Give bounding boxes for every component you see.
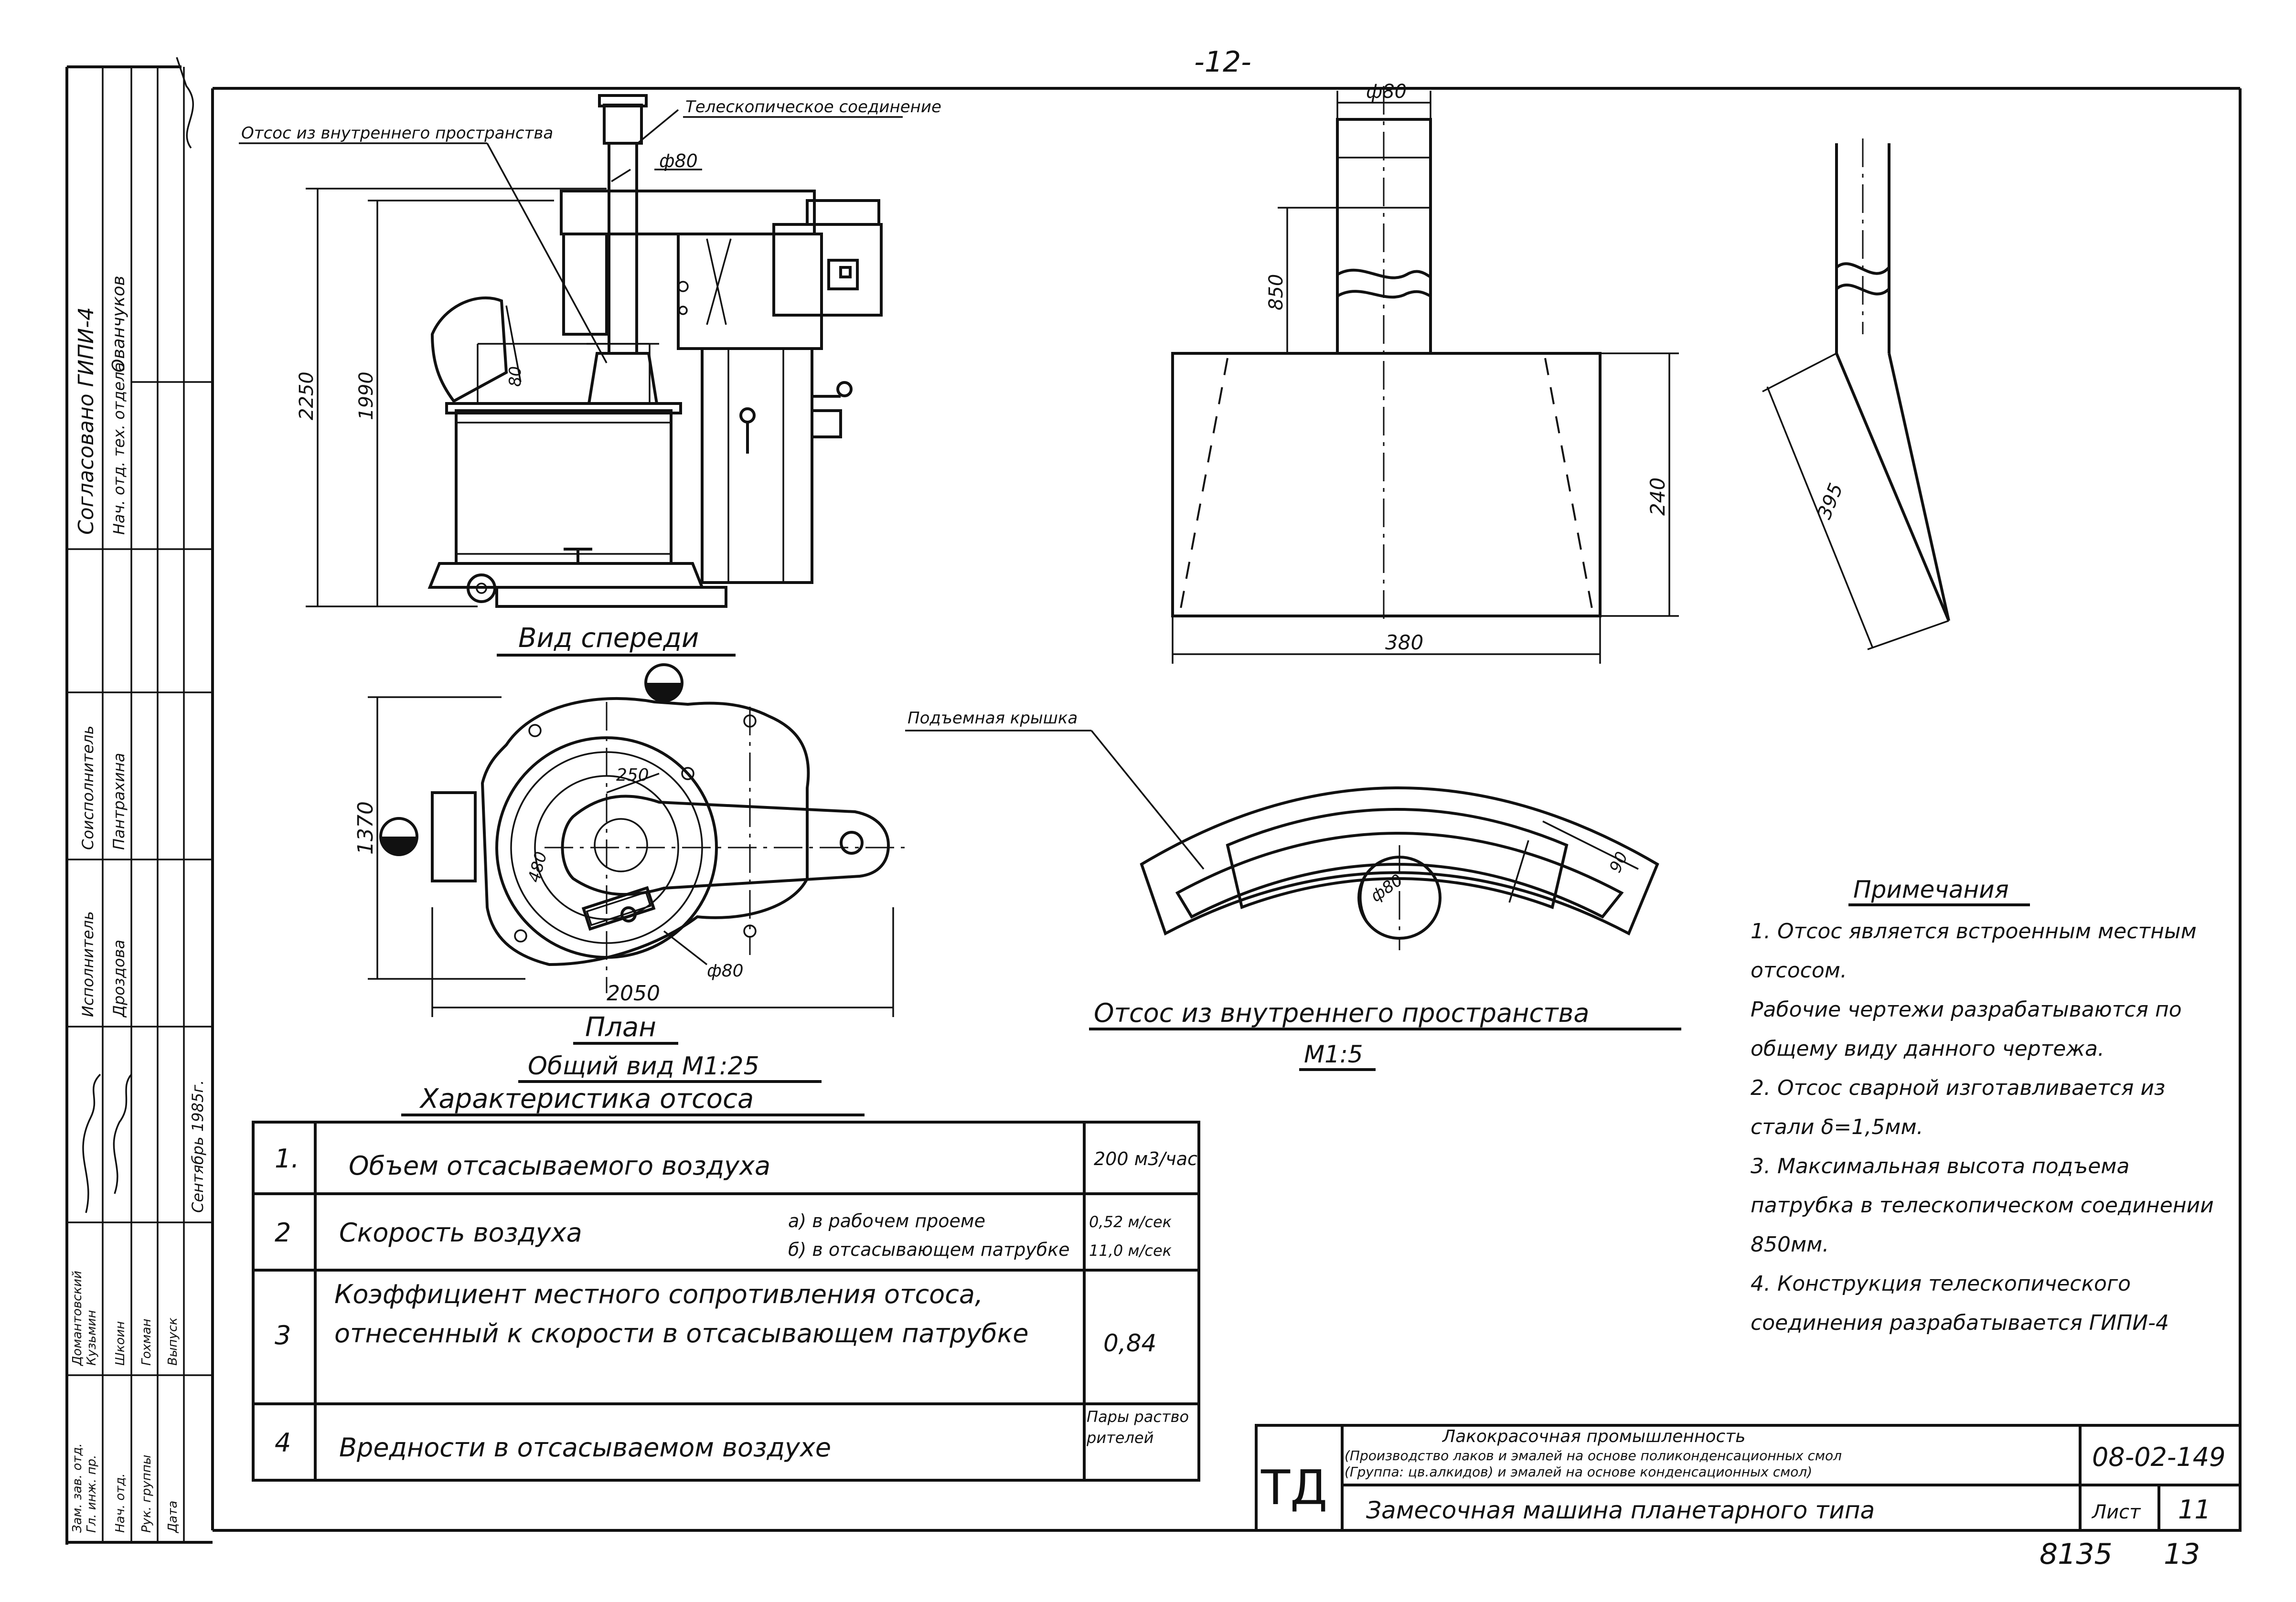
label-internal-suction: Отсос из внутреннего пространства [241,124,553,143]
pipe-side-detail: 395 [1762,138,1950,650]
characteristics-title: Характеристика отсоса [419,1083,754,1114]
signature-2 [113,1073,132,1194]
dim-hood-width: 380 [1385,631,1423,654]
suction-detail-scale: М1:5 [1304,1040,1363,1068]
stamp-coexecutor-role: Соисполнитель [79,725,97,850]
title-td: ТД [1260,1460,1327,1516]
signature-3 [176,57,194,149]
char-row2-sub-b: б) в отсасывающем патрубке [788,1239,1070,1260]
note-item-2: 2. Отсос сварной изготавливается из стал… [1751,1076,2166,1139]
archive-page: 13 [2164,1538,2200,1571]
plan-subtitle: Общий вид М1:25 [528,1052,759,1081]
stamp-name-0: Домантовский [70,1271,85,1366]
plan-view: 1370 2050 250 480 [353,663,908,1083]
dim-pipe-diameter: ф80 [1366,81,1407,103]
stamp-name-3: Гохман [139,1319,154,1366]
char-row2-num: 2 [275,1218,291,1248]
note-item-3: 3. Максимальная высота подъема патрубка … [1751,1154,2214,1257]
title-sheet-no: 11 [2178,1495,2211,1525]
note-item-1: 1. Отсос является встроенным местным отс… [1751,919,2197,983]
label-lid: Подъемная крышка [908,709,1078,728]
stamp-performer-name: Дроздова [110,940,128,1018]
char-row2-sub-a: а) в рабочем проеме [788,1210,985,1231]
stamp-role-4: Дата [166,1501,180,1533]
side-stamp: Согласовано ГИПИ-4 Нач. отд. тех. отдела… [67,57,213,1542]
page-number: -12- [1194,45,1251,79]
stamp-head-name: Ованчуков [109,276,128,372]
stamp-performer-role: Исполнитель [79,911,97,1017]
note-item-4: 4. Конструкция телескопического соединен… [1751,1272,2169,1335]
char-row3-num: 3 [275,1320,291,1350]
stamp-coexecutor-name: Пантрахина [110,753,128,850]
dim-plan-height: 1370 [353,801,378,855]
note-item-1b: Рабочие чертежи разрабатываются по общем… [1751,997,2182,1061]
characteristics-table: Характеристика отсоса 1. Объем отсасывае… [252,1083,1200,1482]
stamp-role-1: Гл. инж. пр. [85,1455,99,1533]
suction-detail: ф80 90 Подъемная крышка Отсос из внутрен… [905,709,1681,1071]
sheet-frame [65,65,2242,1545]
dim-side-length: 395 [1814,480,1847,522]
dim-plan-width: 2050 [607,981,660,1006]
dim-overall-height: 2250 [296,371,318,420]
stamp-role-0: Зам. зав. отд. [70,1443,85,1533]
stamp-role-2: Нач. отд. [113,1473,128,1533]
front-view: 2250 1990 [239,94,941,657]
char-row3-desc: Коэффициент местного сопротивления отсос… [334,1279,1029,1348]
title-block: ТД Лакокрасочная промышленность (Произво… [1255,1424,2242,1571]
archive-number: 8135 [2040,1538,2113,1571]
dim-body-height: 1990 [355,371,377,420]
char-row4-value: Пары растворителей [1087,1408,1189,1447]
stamp-name-2: Шкоин [113,1321,128,1366]
char-row2-value-b: 11,0 м/сек [1089,1241,1172,1260]
char-row4-num: 4 [275,1428,291,1458]
stamp-name-1: Кузьмин [85,1310,99,1366]
pipe-front-detail: ф80 850 240 380 [1171,81,1679,664]
char-row1-desc: Объем отсасываемого воздуха [349,1151,770,1181]
stamp-date: Сентябрь 1985г. [189,1080,207,1213]
notes-title: Примечания [1853,876,2009,903]
title-drawing-name: Замесочная машина планетарного типа [1366,1496,1875,1524]
stamp-head-role: Нач. отд. тех. отдела [110,362,128,535]
stamp-approved: Согласовано ГИПИ-4 [74,307,98,535]
char-row4-desc: Вредности в отсасываемом воздухе [339,1432,831,1463]
char-row1-num: 1. [275,1144,299,1174]
plan-title: План [585,1012,656,1043]
suction-detail-title: Отсос из внутреннего пространства [1094,998,1589,1028]
dim-plan-r480: 480 [524,849,551,884]
dim-plan-diameter: ф80 [707,961,744,981]
front-view-title: Вид спереди [518,623,699,654]
dim-hood-height: 240 [1646,477,1669,516]
dim-suction-diameter: ф80 [1367,870,1406,906]
label-telescopic: Телескопическое соединение [685,97,941,117]
title-subtitle-1: (Производство лаков и эмалей на основе п… [1345,1448,1842,1464]
notes: Примечания 1. Отсос является встроенным … [1751,876,2214,1335]
title-sheet-label: Лист [2091,1501,2141,1523]
title-subtitle-2: (Группа: цв.алкидов) и эмалей на основе … [1345,1464,1812,1480]
char-row2-desc: Скорость воздуха [339,1218,582,1248]
stamp-role-3: Рук. группы [139,1455,154,1533]
dim-front-diameter: ф80 [659,150,698,171]
dim-plan-r250: 250 [616,765,649,785]
title-industry: Лакокрасочная промышленность [1442,1427,1746,1446]
dim-suction-width: 90 [1606,849,1632,876]
stamp-name-4: Выпуск [166,1317,180,1366]
signature-1 [82,1073,101,1213]
dim-gap: 80 [506,366,525,387]
title-code: 08-02-149 [2092,1442,2225,1472]
char-row2-value-a: 0,52 м/сек [1089,1213,1172,1231]
char-row1-value: 200 м3/час [1094,1148,1197,1169]
dim-pipe-extension: 850 [1265,274,1287,310]
char-row3-value: 0,84 [1103,1329,1156,1357]
